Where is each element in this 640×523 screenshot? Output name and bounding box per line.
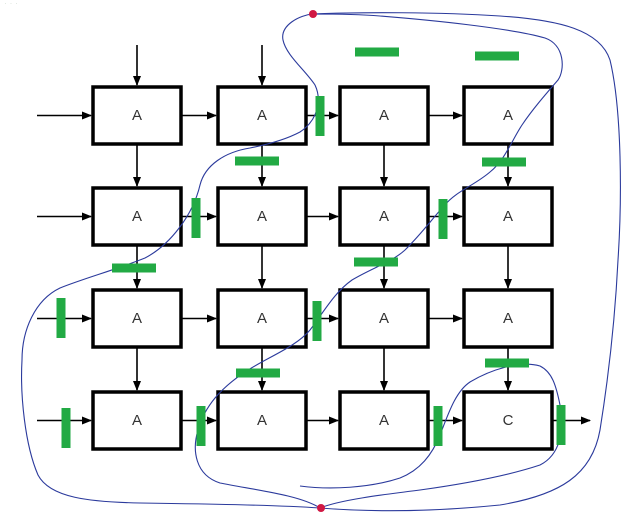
register-marker-3 — [315, 96, 325, 136]
dataflow-arrows — [37, 45, 591, 425]
cell-box — [216, 186, 308, 247]
cell-r2c2: A — [216, 186, 308, 247]
register-marker-13 — [485, 358, 529, 368]
register-marker-10 — [56, 298, 66, 338]
register-marker-16 — [433, 406, 443, 446]
cell-r2c3: A — [338, 186, 430, 247]
register-marker-1 — [355, 47, 399, 57]
cell-r1c3: A — [338, 85, 430, 146]
cell-label: A — [503, 310, 513, 327]
cell-box — [338, 288, 430, 349]
cell-label: A — [257, 310, 267, 327]
cell-label: A — [379, 310, 389, 327]
register-markers — [56, 47, 566, 448]
processing-cells: A A A A A A A A A A A A A A A C — [91, 85, 554, 451]
cell-label: A — [132, 107, 142, 124]
register-marker-7 — [438, 199, 448, 239]
cell-box — [91, 186, 183, 247]
register-marker-9 — [354, 257, 398, 267]
cell-r1c2: A — [216, 85, 308, 146]
cell-label: C — [503, 412, 514, 429]
cell-r3c4: A — [462, 288, 554, 349]
cell-r4c4: C — [462, 390, 554, 451]
retiming-cut-line — [21, 13, 563, 509]
cell-r2c1: A — [91, 186, 183, 247]
register-marker-4 — [235, 156, 279, 166]
cell-box — [216, 288, 308, 349]
cell-box — [91, 390, 183, 451]
cell-label: A — [132, 208, 142, 225]
register-marker-8 — [112, 263, 156, 273]
register-marker-17 — [556, 405, 566, 445]
cell-r3c2: A — [216, 288, 308, 349]
cell-r4c3: A — [338, 390, 430, 451]
cell-r1c1: A — [91, 85, 183, 146]
cell-label: A — [257, 412, 267, 429]
cell-box — [91, 85, 183, 146]
cell-box — [338, 390, 430, 451]
cut-endpoint-bottom — [317, 504, 325, 512]
cell-label: A — [379, 208, 389, 225]
cell-label: A — [257, 208, 267, 225]
cell-r4c2: A — [216, 390, 308, 451]
cell-label: A — [503, 107, 513, 124]
cell-box — [462, 85, 554, 146]
cell-box — [462, 288, 554, 349]
cell-box — [216, 390, 308, 451]
cell-r4c1: A — [91, 390, 183, 451]
register-marker-2 — [475, 51, 519, 61]
cell-label: A — [379, 107, 389, 124]
cell-label: A — [132, 412, 142, 429]
cell-box — [338, 186, 430, 247]
register-marker-5 — [482, 157, 526, 167]
cell-r1c4: A — [462, 85, 554, 146]
cell-box — [462, 390, 554, 451]
corner-watermark: · · · — [4, 0, 18, 8]
cell-box — [216, 85, 308, 146]
cell-label: A — [503, 208, 513, 225]
cell-box — [338, 85, 430, 146]
register-marker-14 — [61, 408, 71, 448]
cell-r2c4: A — [462, 186, 554, 247]
cell-label: A — [257, 107, 267, 124]
cell-label: A — [132, 310, 142, 327]
cell-r3c3: A — [338, 288, 430, 349]
cell-r3c1: A — [91, 288, 183, 349]
cell-box — [462, 186, 554, 247]
register-marker-11 — [312, 301, 322, 341]
register-marker-6 — [191, 198, 201, 238]
cell-label: A — [379, 412, 389, 429]
cell-box — [91, 288, 183, 349]
cut-endpoint-top — [309, 10, 317, 18]
register-marker-15 — [196, 406, 206, 446]
register-marker-12 — [236, 368, 280, 378]
